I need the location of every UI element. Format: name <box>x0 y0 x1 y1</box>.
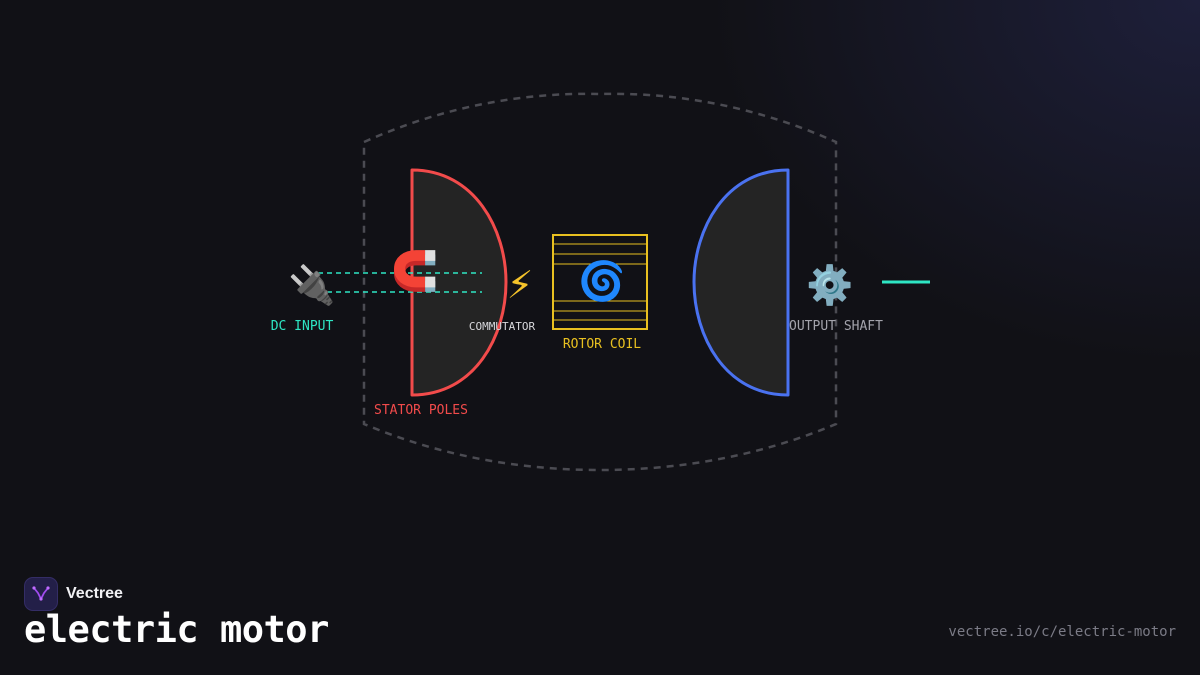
brand-name: Vectree <box>66 585 123 602</box>
cyclone-icon: 🌀 <box>578 258 625 303</box>
magnet-icon: 🧲 <box>391 249 438 293</box>
lightning-icon: ⚡ <box>507 263 534 307</box>
gear-icon: ⚙️ <box>806 263 853 307</box>
rotor-coil <box>552 234 648 330</box>
vectree-logo-icon <box>24 577 58 611</box>
rotor-coil-label: ROTOR COIL <box>563 337 641 352</box>
vectree-logo-mark <box>32 586 50 601</box>
motor-housing <box>362 92 838 472</box>
plug-icon: 🔌 <box>288 263 335 307</box>
brand: Vectree <box>24 577 123 611</box>
output-shaft-label: OUTPUT SHAFT <box>789 319 883 334</box>
stator-poles-label: STATOR POLES <box>374 403 468 418</box>
dc-input-label: DC INPUT <box>271 319 334 334</box>
rotor-pole <box>692 168 790 397</box>
stator-pole <box>410 168 508 397</box>
page-title: electric motor <box>24 608 329 651</box>
rotor-coil-frame <box>552 234 648 330</box>
commutator-label: COMMUTATOR <box>469 320 536 333</box>
page-url[interactable]: vectree.io/c/electric-motor <box>948 624 1176 640</box>
